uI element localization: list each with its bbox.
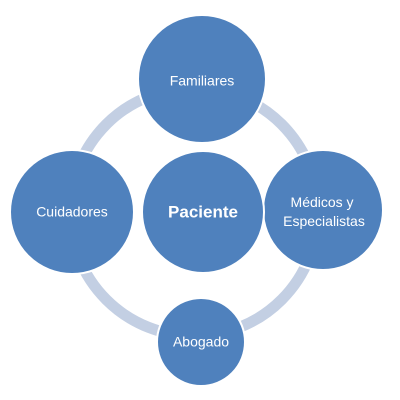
label-medicos-line2: Especialistas [283, 213, 365, 229]
node-cuidadores [9, 149, 135, 275]
node-medicos-especialistas [262, 149, 384, 271]
node-familiares [137, 14, 267, 144]
label-familiares: Familiares [170, 73, 235, 89]
label-abogado: Abogado [173, 334, 229, 350]
label-cuidadores: Cuidadores [36, 204, 108, 220]
node-abogado [156, 297, 246, 387]
node-paciente [141, 150, 265, 274]
label-paciente: Paciente [168, 202, 238, 221]
label-medicos-especialistas: Médicos y Especialistas [283, 194, 365, 229]
label-medicos-line1: Médicos y [291, 194, 354, 210]
